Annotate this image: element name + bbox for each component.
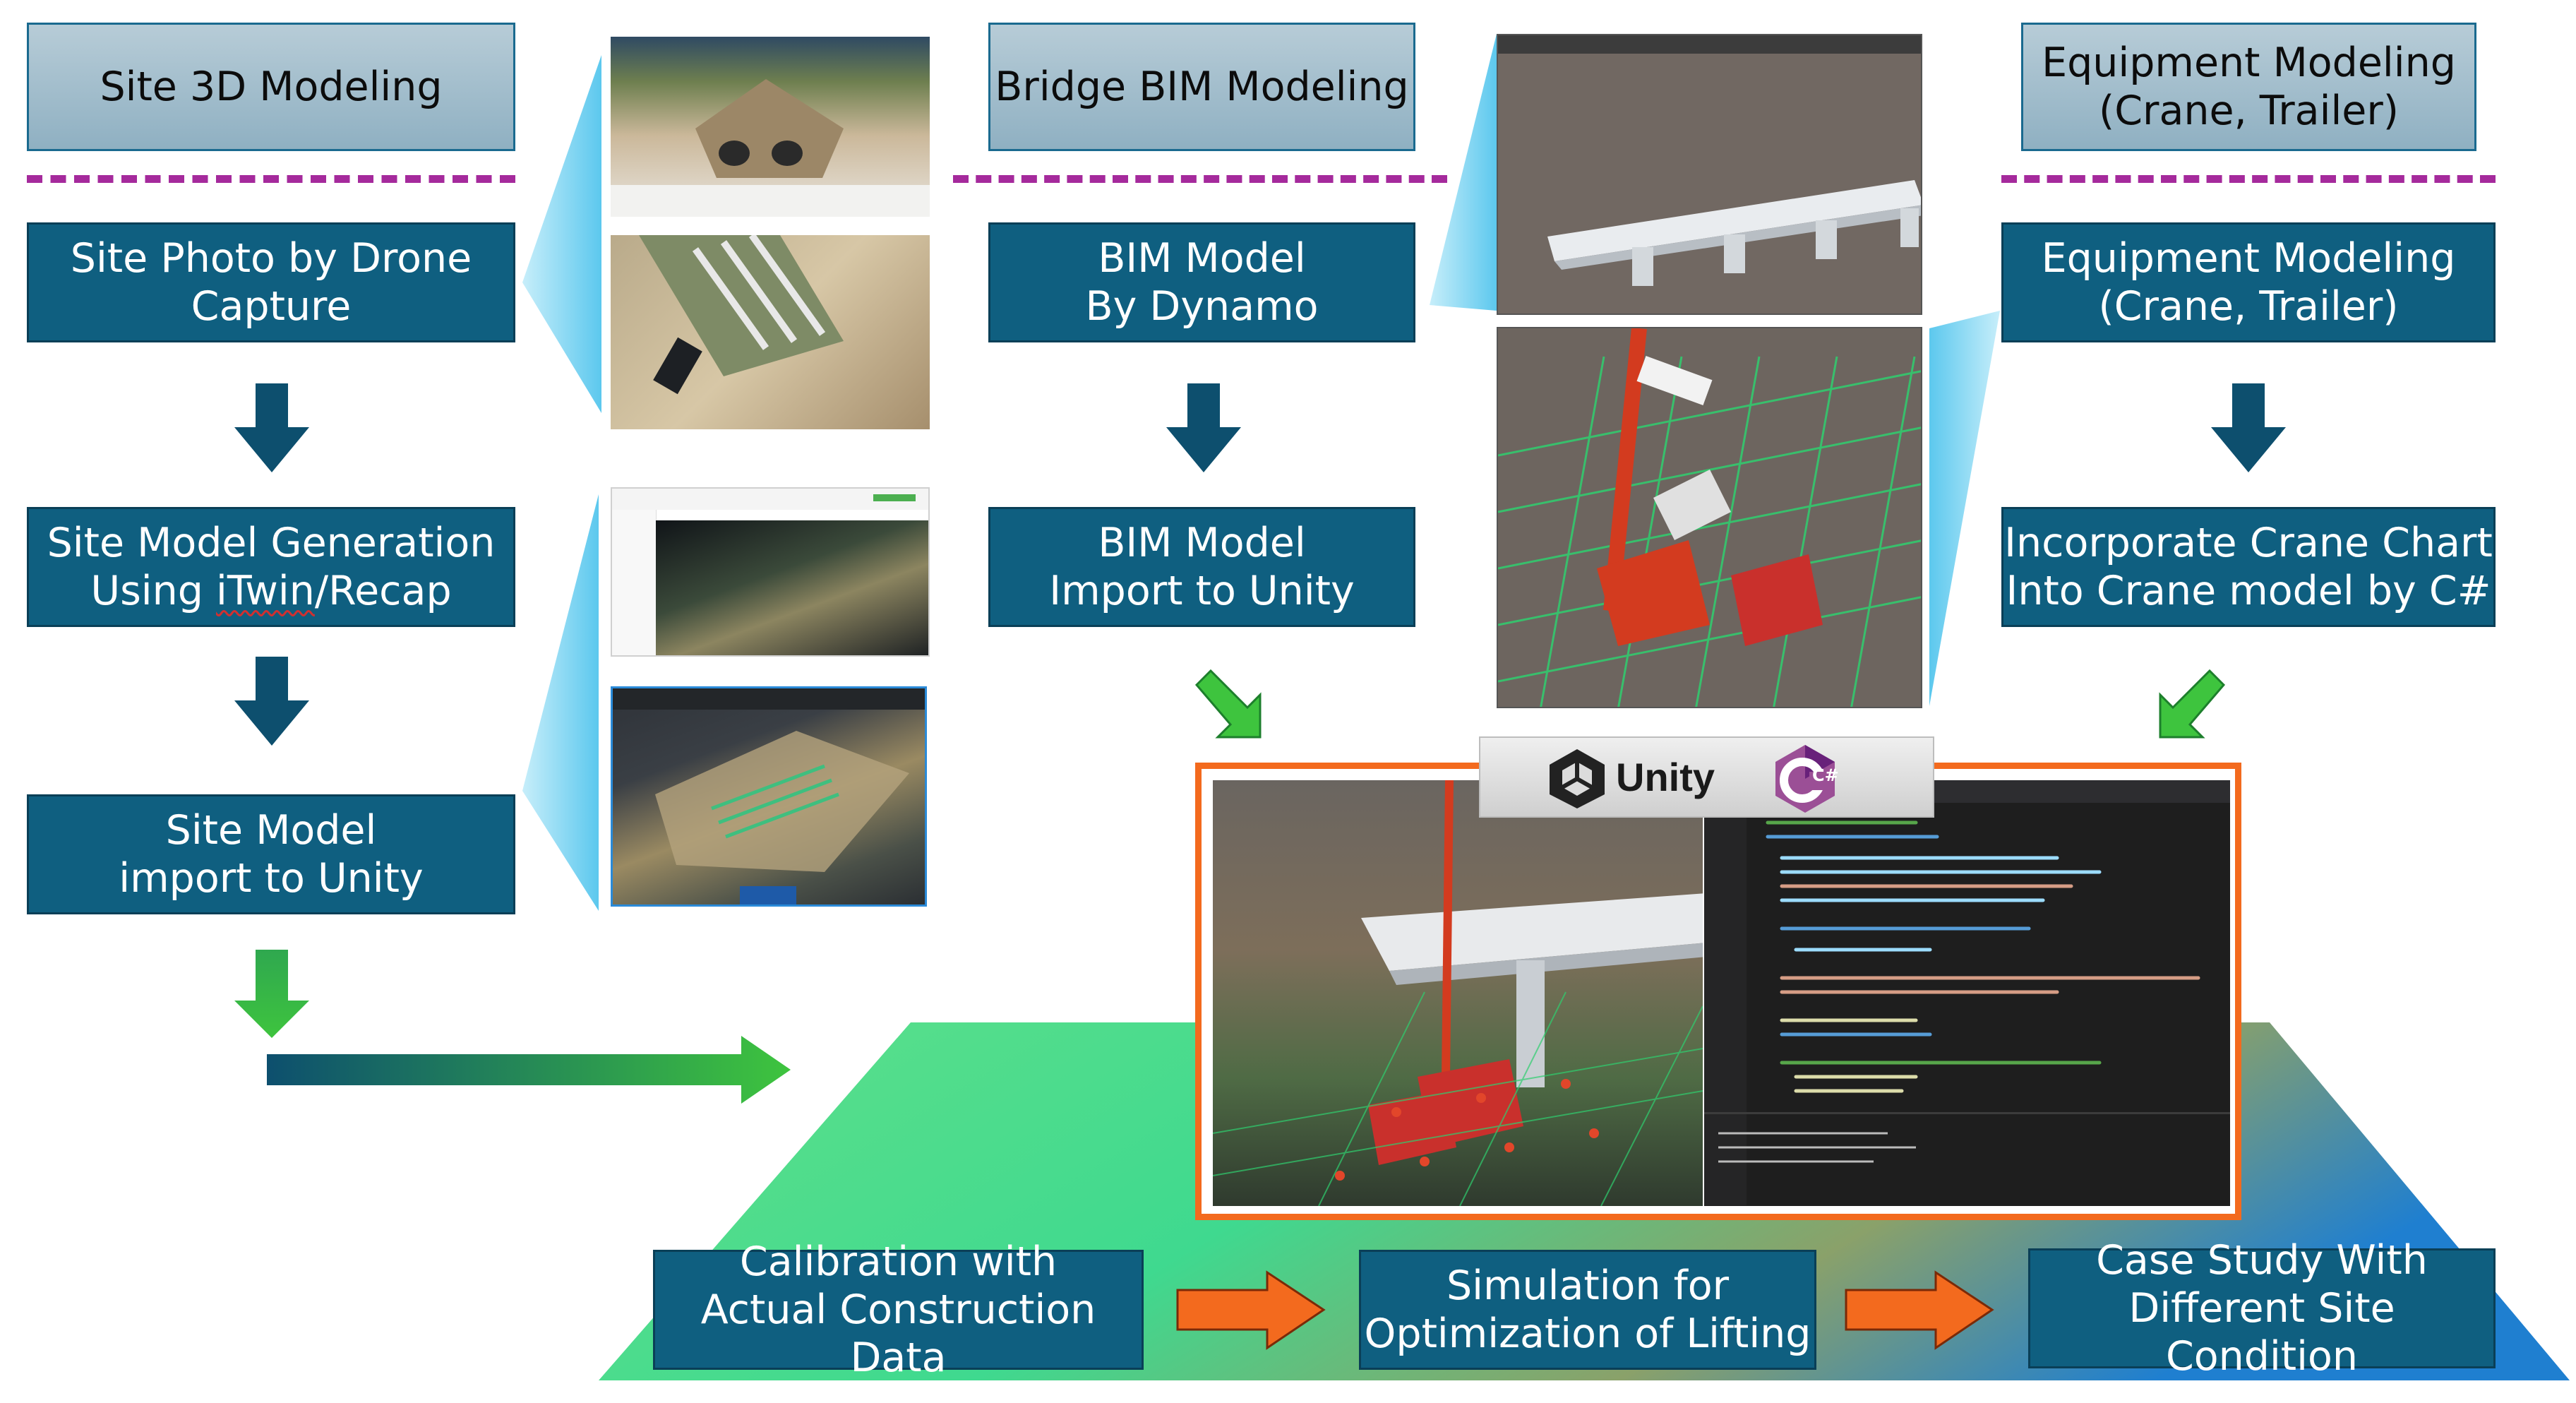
csharp-logo-text: C# — [1812, 765, 1839, 785]
bridge-bim-screenshot — [1497, 34, 1922, 315]
box-case-study: Case Study With Different Site Condition — [2028, 1237, 2496, 1380]
arrow-green-diagonal-icon — [1194, 669, 1262, 739]
separator-bridge — [953, 175, 1447, 183]
recap-screenshot — [611, 686, 927, 907]
arrow-down-icon — [2211, 383, 2286, 472]
box-calibration: Calibration with Actual Construction Dat… — [653, 1238, 1144, 1381]
drone-photo-tunnel — [611, 37, 930, 217]
header-bridge-bim-modeling: Bridge BIM Modeling — [988, 23, 1415, 151]
drone-photo-site — [611, 235, 930, 429]
unity-logo-text: Unity — [1616, 755, 1715, 799]
unity-logo-icon — [1550, 749, 1605, 808]
arrow-down-icon — [234, 383, 309, 472]
arrow-orange-right-icon — [1845, 1270, 1994, 1350]
itwin-screenshot — [611, 487, 930, 657]
header-site-3d-modeling: Site 3D Modeling — [27, 23, 515, 151]
logo-banner: Unity C# — [1479, 736, 1934, 818]
csharp-logo-icon — [1775, 745, 1835, 813]
box-bim-model-dynamo: BIM Model By Dynamo — [988, 222, 1415, 342]
arrow-down-icon — [1166, 383, 1241, 472]
box-site-model-generation: Site Model Generation Using iTwin/Recap — [27, 507, 515, 627]
header-equipment-modeling: Equipment Modeling (Crane, Trailer) — [2021, 23, 2476, 151]
itwin-text: iTwin — [216, 568, 315, 614]
simulation-frame — [1195, 763, 2241, 1220]
unity-scene-view — [1213, 780, 1703, 1206]
box-incorporate-crane-chart: Incorporate Crane Chart Into Crane model… — [2001, 507, 2496, 627]
box-site-model-import: Site Model import to Unity — [27, 794, 515, 914]
box-site-photo-drone: Site Photo by Drone Capture — [27, 222, 515, 342]
arrow-down-icon — [234, 657, 309, 746]
arrow-green-diagonal-icon — [2159, 669, 2226, 739]
arrow-green-elbow-icon — [234, 950, 791, 1104]
crane-unity-screenshot — [1497, 327, 1922, 708]
box-simulation: Simulation for Optimization of Lifting — [1359, 1250, 1816, 1370]
arrow-orange-right-icon — [1176, 1270, 1326, 1350]
code-editor-view — [1704, 780, 2230, 1206]
separator-equipment — [2001, 175, 2496, 183]
separator-site — [27, 175, 515, 183]
box-bim-model-import: BIM Model Import to Unity — [988, 507, 1415, 627]
box-equipment-modeling: Equipment Modeling (Crane, Trailer) — [2001, 222, 2496, 342]
